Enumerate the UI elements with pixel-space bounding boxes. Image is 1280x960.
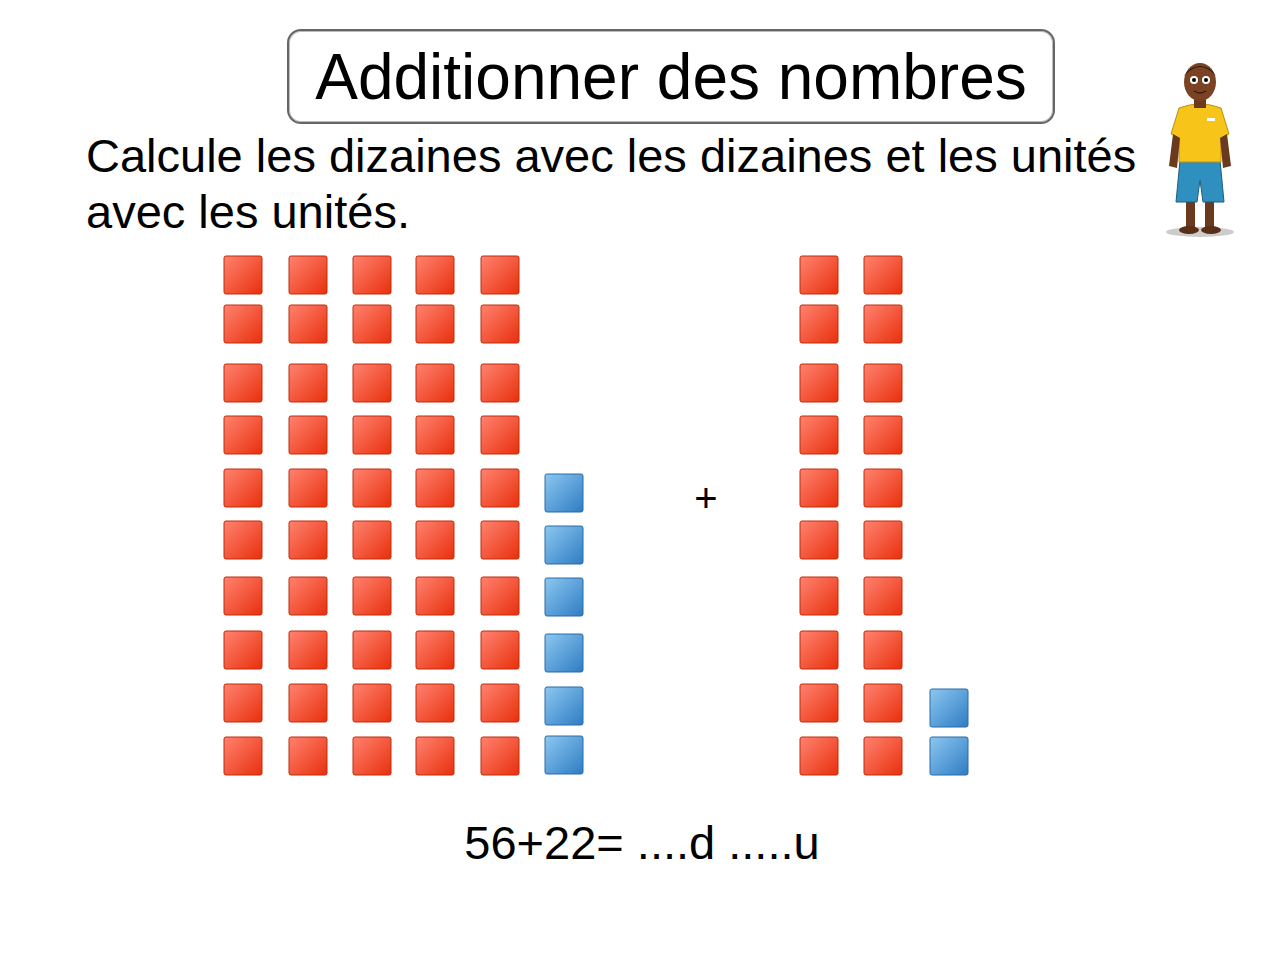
- unit-cube: [416, 737, 454, 775]
- unit-cube: [864, 305, 902, 343]
- unit-cube: [416, 364, 454, 402]
- unit-cube: [353, 684, 391, 722]
- unit-cube: [800, 364, 838, 402]
- unit-cube: [224, 737, 262, 775]
- unit-cube: [481, 577, 519, 615]
- boy-figure: [1166, 63, 1234, 237]
- unit-cube: [800, 256, 838, 294]
- unit-cube: [481, 521, 519, 559]
- unit-cube: [353, 364, 391, 402]
- unit-cube: [289, 416, 327, 454]
- unit-cube: [416, 256, 454, 294]
- unit-cube: [864, 737, 902, 775]
- unit-cube: [864, 469, 902, 507]
- unit-cube: [481, 737, 519, 775]
- unit-cube: [353, 256, 391, 294]
- unit-cube: [864, 577, 902, 615]
- unit-cube: [800, 631, 838, 669]
- unit-cube: [800, 521, 838, 559]
- unit-cube: [224, 469, 262, 507]
- unit-cube: [289, 305, 327, 343]
- unit-cube: [481, 631, 519, 669]
- unit-cube: [289, 256, 327, 294]
- unit-cubes: [224, 256, 968, 775]
- unit-cube: [353, 737, 391, 775]
- unit-cube: [481, 469, 519, 507]
- unit-cube: [289, 631, 327, 669]
- title-text: Additionner des nombres: [315, 45, 1027, 109]
- unit-cube: [416, 416, 454, 454]
- unit-cube: [416, 577, 454, 615]
- unit-cube: [224, 416, 262, 454]
- unit-cube: [353, 416, 391, 454]
- unit-cube: [289, 684, 327, 722]
- unit-cube: [224, 631, 262, 669]
- equation-text: 56+22= ....d .....u: [392, 818, 892, 868]
- unit-cube: [481, 684, 519, 722]
- unit-cube: [800, 469, 838, 507]
- unit-cube: [289, 737, 327, 775]
- unit-cube: [481, 364, 519, 402]
- unit-cube: [800, 416, 838, 454]
- unit-cube: [545, 526, 583, 564]
- unit-cube: [481, 256, 519, 294]
- unit-cube: [545, 736, 583, 774]
- unit-cube: [224, 364, 262, 402]
- unit-cube: [800, 305, 838, 343]
- unit-cube: [416, 631, 454, 669]
- unit-cube: [864, 416, 902, 454]
- unit-cube: [800, 737, 838, 775]
- unit-cube: [864, 256, 902, 294]
- unit-cube: [481, 416, 519, 454]
- unit-cube: [289, 521, 327, 559]
- unit-cube: [545, 474, 583, 512]
- unit-cube: [545, 687, 583, 725]
- unit-cube: [224, 521, 262, 559]
- unit-cube: [353, 305, 391, 343]
- unit-cube: [416, 684, 454, 722]
- unit-cube: [224, 684, 262, 722]
- unit-cube: [864, 521, 902, 559]
- unit-cube: [800, 684, 838, 722]
- unit-cube: [224, 256, 262, 294]
- unit-cube: [481, 305, 519, 343]
- unit-cube: [289, 577, 327, 615]
- unit-cube: [545, 634, 583, 672]
- unit-cube: [930, 737, 968, 775]
- unit-cube: [353, 577, 391, 615]
- unit-cube: [224, 577, 262, 615]
- unit-cube: [545, 578, 583, 616]
- plus-sign: +: [676, 478, 736, 518]
- unit-cube: [353, 631, 391, 669]
- unit-cube: [864, 364, 902, 402]
- unit-cube: [224, 305, 262, 343]
- unit-cube: [353, 469, 391, 507]
- unit-cube: [289, 364, 327, 402]
- unit-cube: [416, 521, 454, 559]
- unit-cube: [864, 631, 902, 669]
- unit-cube: [289, 469, 327, 507]
- unit-cube: [416, 305, 454, 343]
- instruction-text: Calcule les dizaines avec les dizaines e…: [86, 128, 1161, 240]
- unit-cube: [353, 521, 391, 559]
- unit-cube: [930, 689, 968, 727]
- unit-cube: [800, 577, 838, 615]
- unit-cube: [416, 469, 454, 507]
- unit-cube: [864, 684, 902, 722]
- title-box: Additionner des nombres: [287, 29, 1055, 124]
